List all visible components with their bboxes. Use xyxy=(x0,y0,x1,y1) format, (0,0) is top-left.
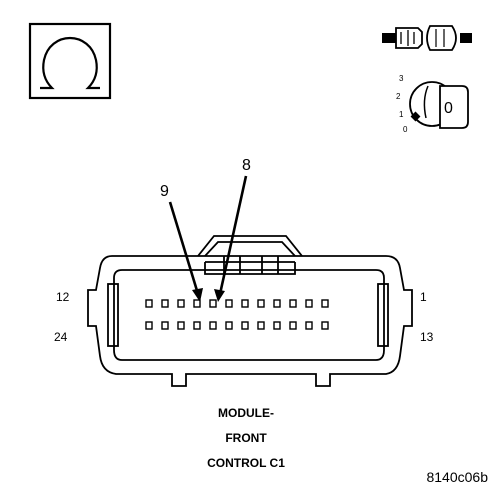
pin-label-12: 12 xyxy=(56,290,70,304)
callout-pin-9: 9 xyxy=(160,183,169,200)
ignition-key-label: 0 xyxy=(444,100,453,117)
pin-label-13: 13 xyxy=(420,330,434,344)
document-id: 8140c06b xyxy=(426,469,488,485)
ignition-position-3: 3 xyxy=(399,74,404,83)
terminal-cavities xyxy=(145,299,329,330)
ignition-position-0: 0 xyxy=(403,125,408,134)
ignition-position-2: 2 xyxy=(396,92,401,101)
connector-body xyxy=(87,235,413,387)
connector-title-line-3: CONTROL C1 xyxy=(207,456,285,470)
ignition-position-1: 1 xyxy=(399,110,404,119)
pin-label-1: 1 xyxy=(420,290,427,304)
ohmmeter-icon xyxy=(28,22,112,100)
pin-label-24: 24 xyxy=(54,330,68,344)
ignition-key-icon: 3 2 1 0 0 xyxy=(396,74,469,134)
callout-pin-8: 8 xyxy=(242,157,251,174)
callout-arrows xyxy=(168,175,248,302)
connector-title-line-2: FRONT xyxy=(225,431,267,445)
connector-title-line-1: MODULE- xyxy=(218,406,274,420)
disconnect-connector-icon xyxy=(382,25,472,51)
